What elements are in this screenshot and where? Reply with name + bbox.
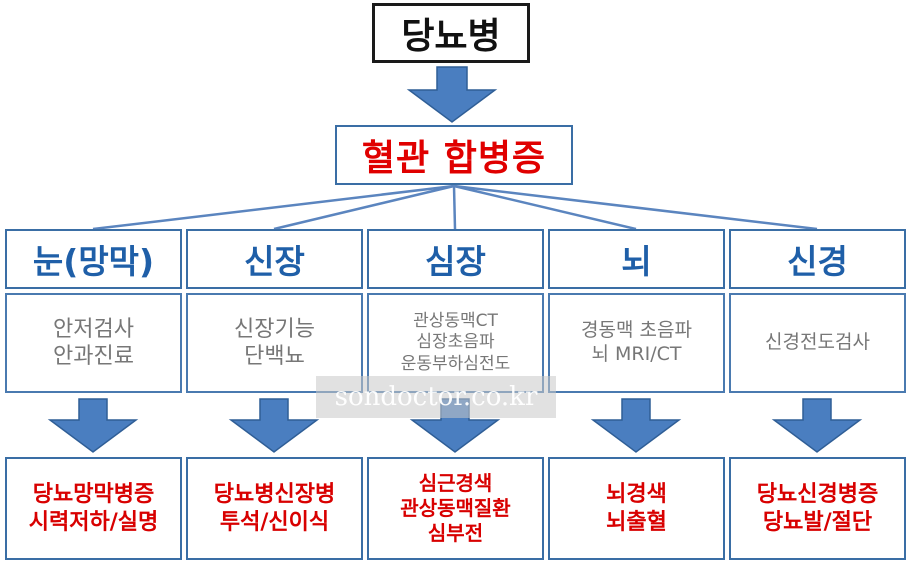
category-label: 눈(망막) [32, 242, 155, 281]
results-eye: 당뇨망막병증 시력저하/실명 [5, 457, 182, 560]
category-label: 심장 [425, 242, 486, 281]
results-kidney: 당뇨병신장병 투석/신이식 [186, 457, 363, 560]
diabetes-label: 당뇨병 [401, 16, 501, 57]
test-item: 신경전도검사 [765, 331, 870, 354]
result-item: 관상동맥질환 [400, 496, 511, 520]
vascular-complications-box: 혈관 합병증 [335, 125, 573, 185]
result-item: 당뇨망막병증 [32, 482, 155, 507]
test-item: 뇌 MRI/CT [591, 343, 682, 365]
results-heart: 심근경색 관상동맥질환 심부전 [367, 457, 544, 560]
test-item: 신장기능 [234, 316, 315, 342]
result-item: 시력저하/실명 [28, 509, 159, 535]
result-item: 당뇨발/절단 [762, 509, 873, 535]
fan-lines [92, 184, 818, 231]
down-arrow-col-1 [228, 398, 320, 453]
tests-eye: 안저검사 안과진료 [5, 293, 182, 393]
category-label: 신경 [787, 242, 848, 281]
down-arrow-col-3 [590, 398, 682, 453]
vascular-complications-label: 혈관 합병증 [361, 138, 547, 179]
watermark-text: sondoctor.co.kr [334, 382, 538, 412]
category-heart: 심장 [367, 229, 544, 289]
result-item: 심근경색 [418, 471, 493, 495]
test-item: 심장초음파 [416, 332, 495, 353]
down-arrow-col-4 [771, 398, 863, 453]
result-item: 당뇨병신장병 [213, 482, 336, 507]
test-item: 운동부하심전도 [400, 353, 511, 374]
result-item: 뇌출혈 [606, 509, 667, 535]
tests-nerve: 신경전도검사 [729, 293, 906, 393]
results-nerve: 당뇨신경병증 당뇨발/절단 [729, 457, 906, 560]
watermark: sondoctor.co.kr [316, 376, 556, 418]
tests-kidney: 신장기능 단백뇨 [186, 293, 363, 393]
result-item: 당뇨신경병증 [756, 482, 879, 507]
category-label: 신장 [244, 242, 305, 281]
results-brain: 뇌경색 뇌출혈 [548, 457, 725, 560]
category-label: 뇌 [621, 242, 652, 281]
down-arrow-col-0 [47, 398, 139, 453]
down-arrow-top [406, 66, 498, 123]
test-item: 안과진료 [53, 344, 134, 369]
category-kidney: 신장 [186, 229, 363, 289]
result-item: 뇌경색 [606, 482, 667, 507]
test-item: 안저검사 [53, 316, 134, 342]
category-nerve: 신경 [729, 229, 906, 289]
category-brain: 뇌 [548, 229, 725, 289]
tests-brain: 경동맥 초음파 뇌 MRI/CT [548, 293, 725, 393]
test-item: 관상동맥CT [413, 311, 498, 332]
category-eye: 눈(망막) [5, 229, 182, 289]
result-item: 심부전 [427, 521, 484, 545]
result-item: 투석/신이식 [219, 509, 330, 535]
test-item: 단백뇨 [244, 344, 305, 369]
test-item: 경동맥 초음파 [581, 319, 692, 342]
diabetes-box: 당뇨병 [372, 3, 530, 63]
